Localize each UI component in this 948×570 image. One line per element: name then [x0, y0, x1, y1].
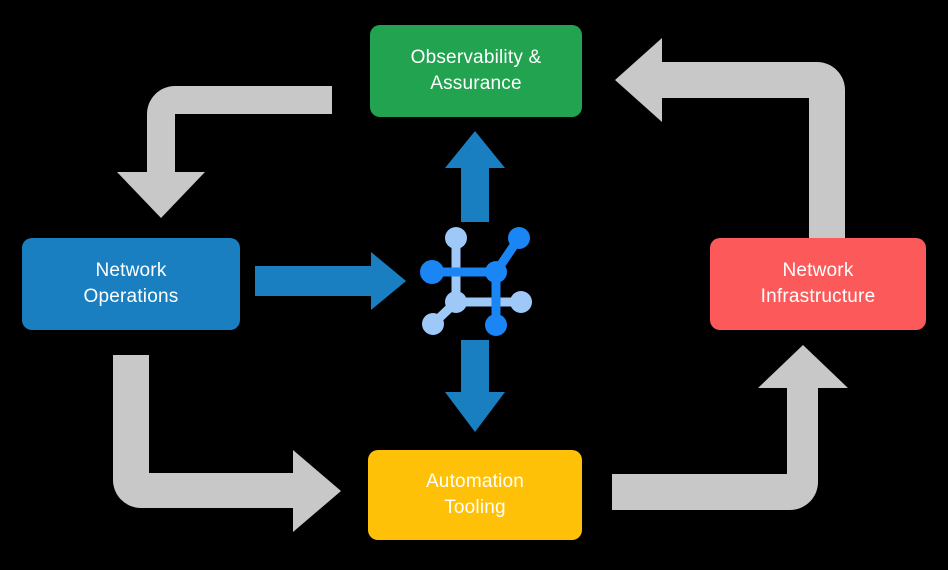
- icon-node-bottom-left-light: [422, 313, 444, 335]
- node-box-automation[interactable]: Automation Tooling: [368, 450, 582, 540]
- node-label-operations: Network Operations: [84, 258, 179, 309]
- elbow-arrow-infrastructure-to-observability: [615, 38, 845, 243]
- node-label-observability: Observability & Assurance: [411, 45, 542, 96]
- node-box-observability[interactable]: Observability & Assurance: [370, 25, 582, 117]
- icon-node-top-light: [445, 227, 467, 249]
- node-box-infrastructure[interactable]: Network Infrastructure: [710, 238, 926, 330]
- arrow-center-to-automation: [445, 340, 505, 432]
- icon-node-lower-left-junction-light: [445, 291, 467, 313]
- node-label-observability-line2: Assurance: [430, 73, 522, 94]
- node-label-infrastructure-line1: Network: [782, 260, 854, 282]
- network-topology-icon: [420, 227, 532, 336]
- node-label-automation: Automation Tooling: [426, 469, 524, 520]
- elbow-arrow-automation-to-infrastructure: [612, 345, 848, 510]
- node-label-observability-line1: Observability &: [410, 47, 542, 69]
- node-label-infrastructure: Network Infrastructure: [761, 258, 876, 309]
- icon-node-upper-right-dark: [508, 227, 530, 249]
- node-label-automation-line1: Automation: [425, 471, 525, 493]
- elbow-arrow-operations-to-automation: [113, 355, 341, 532]
- arrow-center-to-observability: [445, 131, 505, 222]
- node-label-operations-line1: Network: [95, 260, 167, 282]
- icon-node-left-dark: [420, 260, 444, 284]
- elbow-arrow-observability-to-operations: [117, 50, 332, 218]
- node-label-infrastructure-line2: Infrastructure: [760, 286, 876, 307]
- icon-node-bottom-dark: [485, 314, 507, 336]
- node-label-operations-line2: Operations: [83, 286, 179, 307]
- arrow-operations-to-center: [255, 252, 406, 310]
- icon-node-right-light: [510, 291, 532, 313]
- node-label-automation-line2: Tooling: [444, 497, 506, 518]
- node-box-operations[interactable]: Network Operations: [22, 238, 240, 330]
- icon-node-center-dark: [485, 261, 507, 283]
